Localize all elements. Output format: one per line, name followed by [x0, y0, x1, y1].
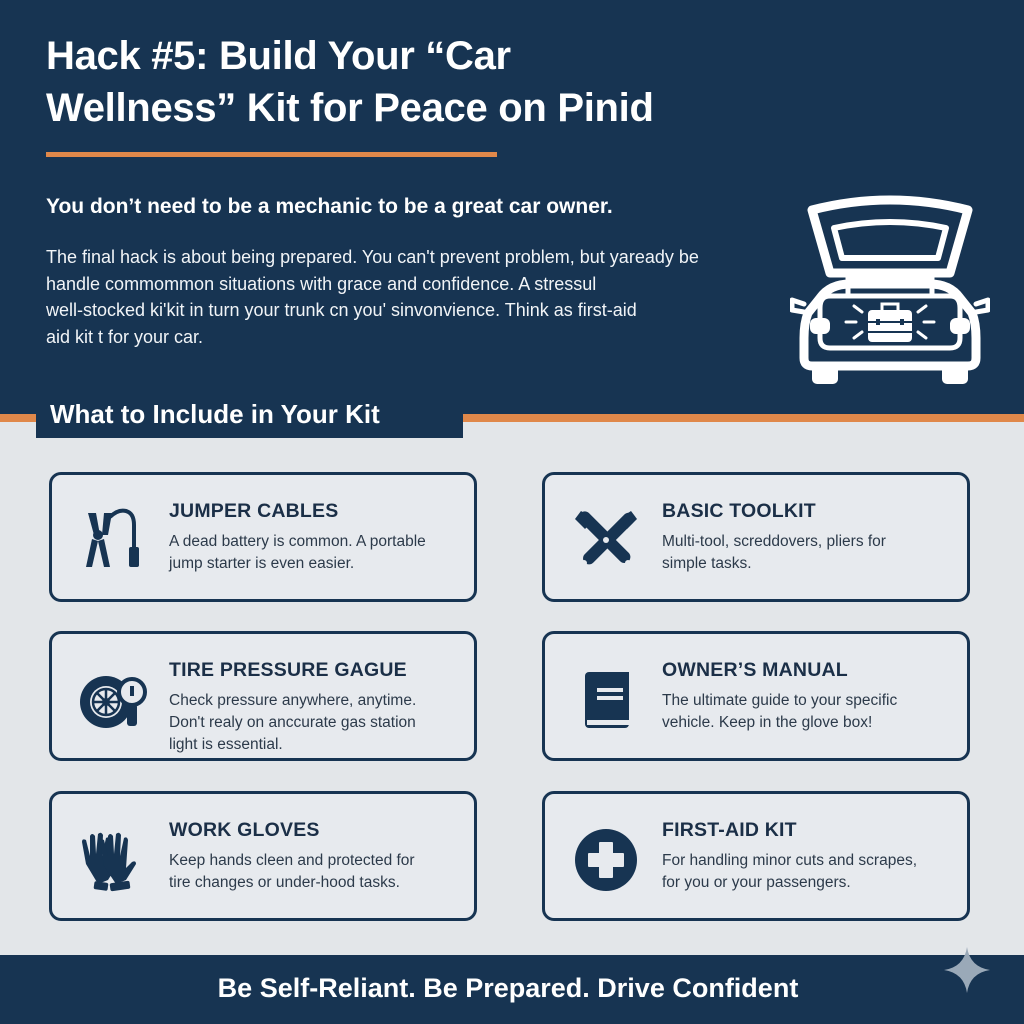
- card-description: A dead battery is common. A portable jum…: [169, 531, 469, 575]
- card-title: JUMPER CABLES: [169, 500, 339, 522]
- crossed-wrenches-icon: [575, 511, 637, 566]
- intro-line: aid kit t for your car.: [46, 326, 204, 347]
- card-description-line: A dead battery is common. A portable: [169, 533, 426, 550]
- page-title-line-2: Wellness” Kit for Peace on Pinid: [46, 86, 654, 130]
- intro-line: well-stocked ki'kit in turn your trunk c…: [46, 300, 637, 320]
- card-description-line: simple tasks.: [662, 555, 752, 572]
- card-description-line: Multi-tool, screddovers, pliers for: [662, 533, 886, 550]
- card-description-line: For handling minor cuts and scrapes,: [662, 852, 918, 869]
- card-description: Keep hands cleen and protected for tire …: [169, 850, 469, 894]
- jumper-cables-icon: [86, 508, 139, 567]
- kit-item-card-jumper-cables: JUMPER CABLES A dead battery is common. …: [49, 472, 477, 602]
- card-title: WORK GLOVES: [169, 819, 320, 841]
- footer-banner: Be Self-Reliant. Be Prepared. Drive Conf…: [0, 955, 1024, 1024]
- card-description-line: light is essential.: [169, 736, 283, 753]
- section-divider-stripe: [0, 414, 1024, 422]
- tire-gauge-icon: [80, 676, 147, 728]
- sparkle-icon: [944, 947, 990, 993]
- book-icon: [585, 672, 629, 728]
- card-description: Check pressure anywhere, anytime. Don't …: [169, 690, 469, 756]
- card-description-line: for you or your passengers.: [662, 874, 851, 891]
- card-title: FIRST-AID KIT: [662, 819, 797, 841]
- card-description: The ultimate guide to your specific vehi…: [662, 690, 962, 734]
- page-title-line-1: Hack #5: Build Your “Car: [46, 34, 511, 78]
- card-title: BASIC TOOLKIT: [662, 500, 816, 522]
- kit-item-card-work-gloves: WORK GLOVES Keep hands cleen and protect…: [49, 791, 477, 921]
- title-underline: [46, 152, 497, 157]
- card-title: OWNER’S MANUAL: [662, 659, 848, 681]
- section-header: What to Include in Your Kit: [36, 395, 463, 438]
- intro-line: The final hack is about being prepared. …: [46, 247, 699, 267]
- kit-item-card-basic-toolkit: BASIC TOOLKIT Multi-tool, screddovers, p…: [542, 472, 970, 602]
- kit-item-card-tire-pressure-gauge: TIRE PRESSURE GAGUE Check pressure anywh…: [49, 631, 477, 761]
- kit-item-card-first-aid-kit: FIRST-AID KIT For handling minor cuts an…: [542, 791, 970, 921]
- card-description-line: Check pressure anywhere, anytime.: [169, 692, 417, 709]
- page-title: Hack #5: Build Your “Car Wellness” Kit f…: [46, 30, 806, 134]
- intro-line: handle commommon situations with grace a…: [46, 273, 597, 294]
- kit-item-card-owners-manual: OWNER’S MANUAL The ultimate guide to you…: [542, 631, 970, 761]
- card-description-line: tire changes or under-hood tasks.: [169, 874, 400, 891]
- card-description: For handling minor cuts and scrapes, for…: [662, 850, 962, 894]
- card-description: Multi-tool, screddovers, pliers for simp…: [662, 531, 962, 575]
- card-description-line: Keep hands cleen and protected for: [169, 852, 415, 869]
- card-description-line: Don't realy on anccurate gas station: [169, 714, 416, 731]
- footer-tagline: Be Self-Reliant. Be Prepared. Drive Conf…: [217, 973, 799, 1003]
- card-description-line: vehicle. Keep in the glove box!: [662, 714, 873, 731]
- card-description-line: jump starter is even easier.: [169, 555, 355, 572]
- card-description-line: The ultimate guide to your specific: [662, 692, 898, 709]
- card-title: TIRE PRESSURE GAGUE: [169, 659, 407, 681]
- gloves-icon: [82, 832, 136, 892]
- car-trunk-toolbox-icon: [790, 195, 990, 384]
- first-aid-cross-icon: [575, 829, 637, 891]
- intro-paragraph: The final hack is about being prepared. …: [46, 244, 794, 350]
- section-title: What to Include in Your Kit: [50, 399, 380, 429]
- hero-banner: Hack #5: Build Your “Car Wellness” Kit f…: [0, 0, 1024, 416]
- hero-subtitle: You don’t need to be a mechanic to be a …: [46, 195, 613, 218]
